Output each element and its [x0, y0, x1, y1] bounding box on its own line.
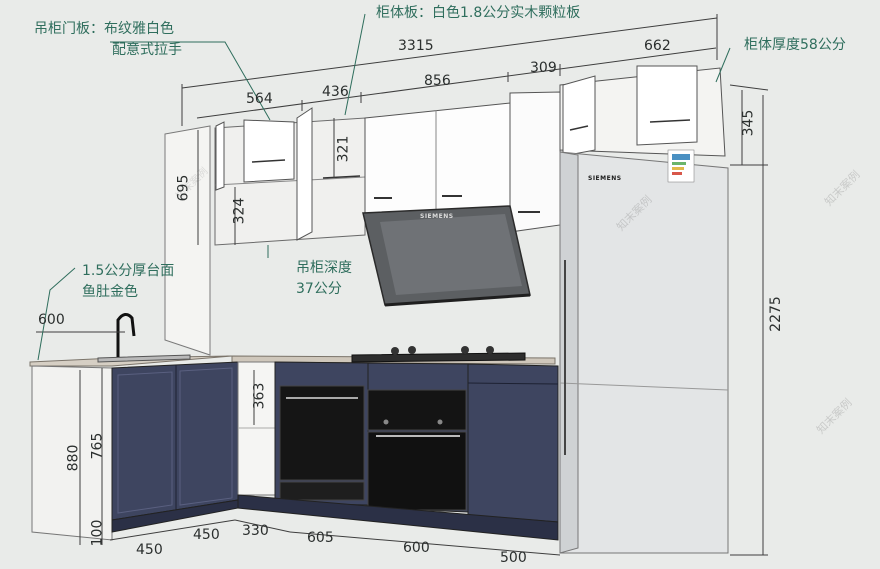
dim-450-b: 450 [193, 527, 220, 543]
dim-330: 330 [242, 523, 269, 539]
dim-564: 564 [246, 91, 273, 107]
top-cabinet-door-a [562, 75, 596, 157]
wall-depth-label-line2: 37公分 [296, 281, 342, 297]
gas-hob [351, 352, 526, 363]
dim-436: 436 [322, 84, 349, 100]
dim-500: 500 [500, 550, 527, 566]
leader-lines [37, 13, 731, 361]
wall-door-label-line2: 配意式拉手 [112, 42, 182, 58]
dim-324: 324 [231, 197, 248, 225]
dim-600-left: 600 [38, 312, 65, 328]
faucet [116, 313, 136, 357]
base-right-cabinet [467, 363, 559, 523]
dim-321: 321 [335, 135, 352, 163]
oven [279, 385, 365, 481]
dim-605: 605 [307, 530, 334, 546]
carcass-thickness-label: 柜体厚度58公分 [744, 37, 846, 53]
sink [97, 354, 191, 363]
dim-765: 765 [89, 432, 106, 460]
wall-oven [367, 431, 467, 511]
fridge-brand: SIEMENS [588, 175, 622, 182]
left-tall-panel [164, 125, 211, 356]
dim-880: 880 [65, 444, 82, 472]
hood-brand: SIEMENS [420, 213, 454, 220]
dim-363: 363 [251, 382, 268, 410]
dimension-lines [36, 14, 769, 556]
dim-856: 856 [424, 73, 451, 89]
carcass-board-label: 柜体板：白色1.8公分实木颗粒板 [376, 5, 581, 21]
dim-345: 345 [740, 109, 757, 137]
base-kick-main [237, 494, 559, 541]
top-cabinet-door-b [636, 65, 698, 146]
dim-695: 695 [175, 174, 192, 202]
fridge-front [559, 151, 579, 554]
countertop-label-line2: 鱼肚金色 [82, 284, 138, 300]
dim-309: 309 [530, 60, 557, 76]
dim-2275: 2275 [767, 296, 784, 332]
dim-100: 100 [89, 519, 106, 547]
base-left-doors [111, 361, 239, 521]
dim-600-bottom: 600 [403, 540, 430, 556]
wall-cabinet-left-door-a [215, 121, 225, 191]
steam-oven [367, 389, 467, 431]
countertop-label-line1: 1.5公分厚台面 [82, 263, 175, 279]
wall-cabinet-left-door-c [296, 107, 313, 241]
dim-450-a: 450 [136, 542, 163, 558]
wall-cabinet-left-door-b [243, 119, 295, 183]
wall-depth-label-line1: 吊柜深度 [296, 260, 352, 276]
dim-662: 662 [644, 38, 671, 54]
dim-total-width: 3315 [398, 38, 434, 54]
wall-door-label-line1: 吊柜门板：布纹雅白色 [34, 21, 174, 37]
